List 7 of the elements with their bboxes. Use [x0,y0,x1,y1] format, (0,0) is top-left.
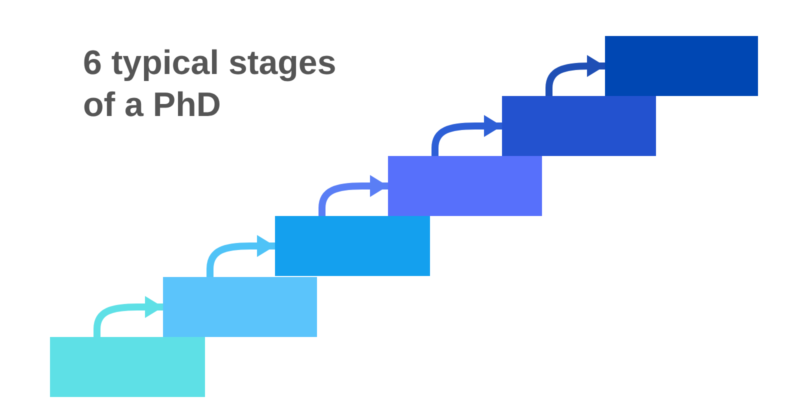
step-block [502,96,656,156]
step-block [388,156,542,216]
step-block [605,36,758,96]
step-block [163,277,317,337]
step-block [275,216,430,276]
step-block [50,337,205,397]
title: 6 typical stages of a PhD [83,43,338,126]
